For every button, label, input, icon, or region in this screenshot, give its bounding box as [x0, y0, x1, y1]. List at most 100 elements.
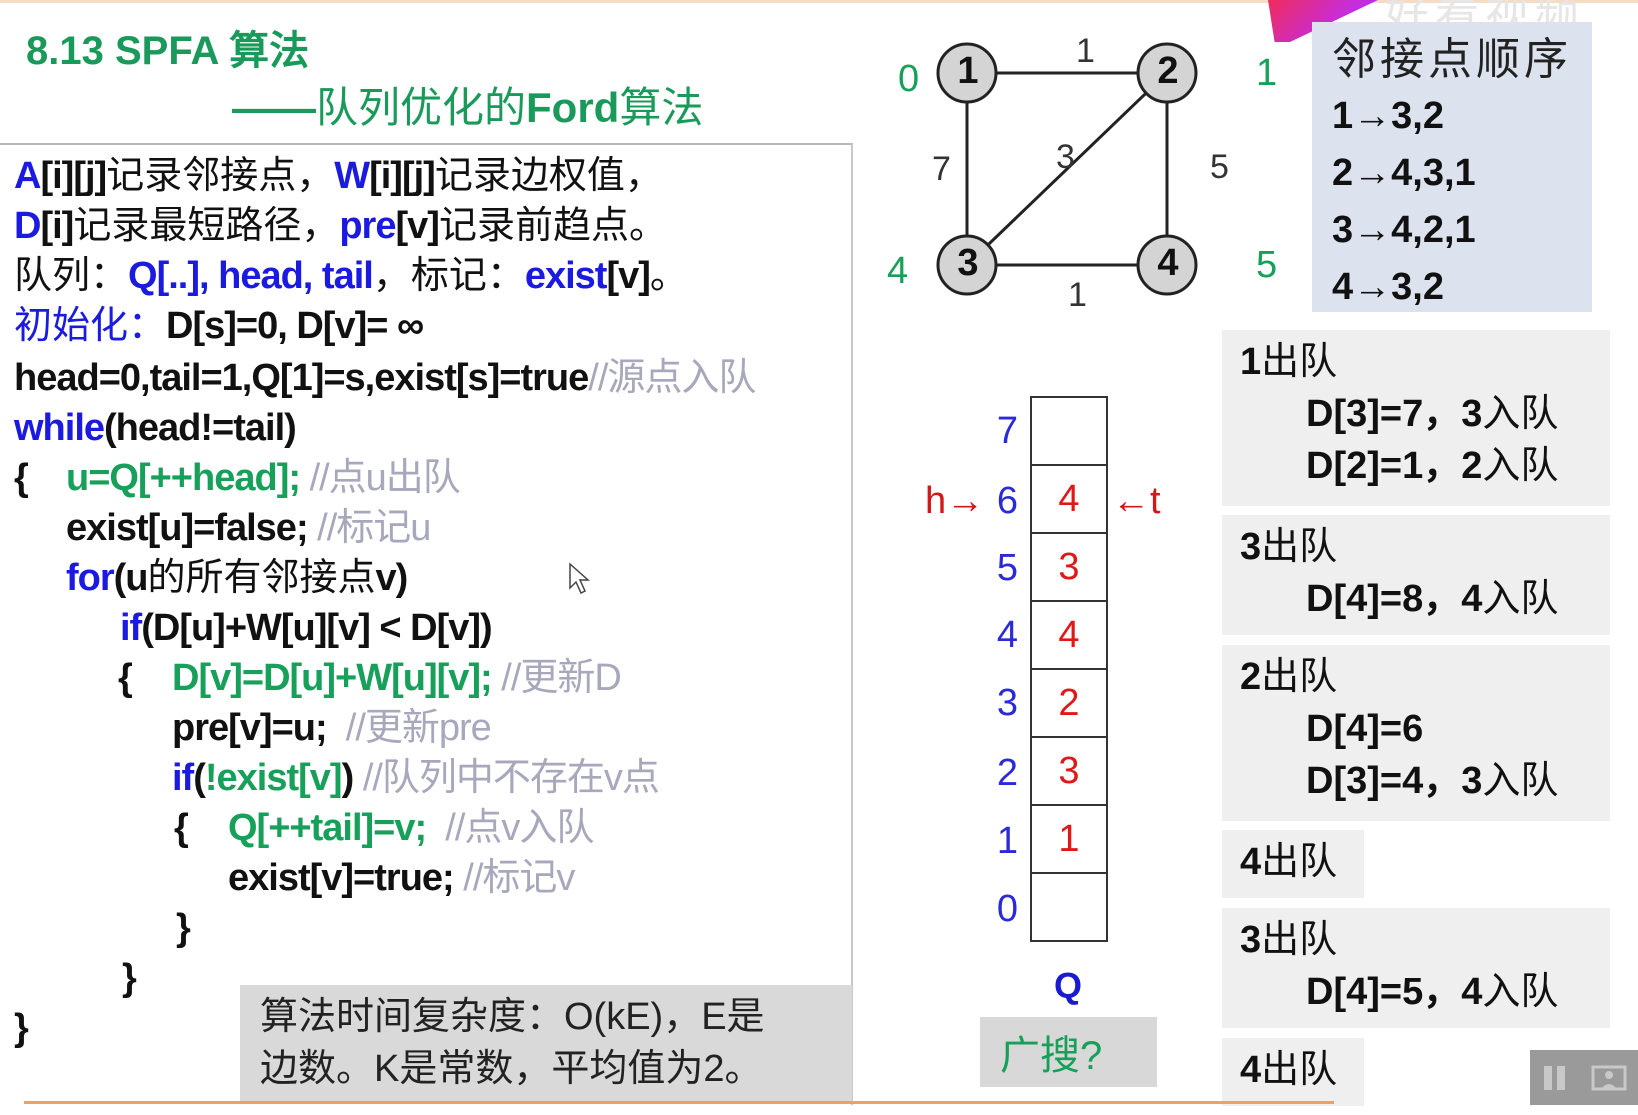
slide-title: 8.13 SPFA 算法 [26, 29, 310, 73]
queue-index-3: 3 [996, 682, 1018, 724]
queue-array: 4 3 4 2 3 1 [1030, 396, 1108, 942]
code-dequeue-line: u=Q[++head]; //点u出队 [66, 454, 461, 502]
queue-index-2: 2 [996, 752, 1018, 794]
queue-index-1: 1 [996, 820, 1018, 862]
adjacency-title: 邻接点顺序 [1332, 35, 1572, 84]
queue-cell-2: 3 [1030, 738, 1108, 806]
for-desc: 的所有邻接点 [147, 557, 376, 599]
var-w-index: [i][j] [369, 155, 436, 197]
dequeue-code: u=Q[++head]; [66, 457, 301, 499]
var-d: D [14, 205, 41, 247]
var-a: A [14, 155, 41, 197]
update-comment: //更新D [501, 657, 622, 699]
code-brace-open: { [14, 457, 29, 499]
step-4: 4出队 [1222, 830, 1364, 898]
queue-cell-4: 4 [1030, 602, 1108, 670]
var-exist: exist [524, 255, 608, 297]
subtitle-en: Ford [526, 84, 620, 131]
adjacency-order-box: 邻接点顺序 1→3,2 2→4,3,1 3→4,2,1 4→3,2 [1312, 22, 1592, 312]
complexity-note: 算法时间复杂度：O(kE)，E是 边数。K是常数，平均值为2。 [240, 985, 852, 1103]
video-player-controls [1530, 1050, 1638, 1105]
var-d-index: [i] [40, 205, 74, 247]
node-label-2: 2 [1157, 50, 1179, 92]
var-pre-desc: 记录前趋点。 [438, 205, 667, 247]
var-w-desc: 记录边权值， [434, 155, 663, 197]
queue-index-0: 0 [996, 888, 1018, 930]
init2-comment: //源点入队 [588, 357, 756, 399]
init2-code: head=0,tail=1,Q[1]=s,exist[s]=true [14, 357, 589, 399]
top-border [0, 0, 1638, 3]
node-2 [1136, 42, 1198, 104]
code-init2-line: head=0,tail=1,Q[1]=s,exist[s]=true//源点入队 [14, 354, 756, 402]
picture-in-picture-icon[interactable] [1591, 1064, 1627, 1092]
slide-subtitle: ——队列优化的Ford算法 [232, 74, 703, 135]
node-label-4: 4 [1157, 242, 1179, 284]
code-panel [0, 143, 853, 1105]
mark-v-code: exist[v]=true; [228, 857, 455, 899]
code-update-line: D[v]=D[u]+W[u][v]; //更新D [172, 654, 622, 702]
var-pre-index: [v] [395, 205, 439, 247]
code-desc-line-1: A[i][j]记录邻接点，W[i][j]记录边权值， [14, 152, 663, 200]
head-pointer: h→ [925, 480, 985, 522]
mark-u-comment: //标记u [317, 507, 431, 549]
queue-index-4: 4 [996, 614, 1018, 656]
node-1-dist: 0 [898, 58, 920, 100]
if2-comment: //队列中不存在v点 [362, 757, 660, 799]
queue-vars: Q[..], head, tail [128, 255, 374, 297]
var-exist-index: [v] [606, 255, 650, 297]
adjacency-row: 1→3,2 [1332, 95, 1444, 137]
pause-icon[interactable] [1542, 1064, 1568, 1092]
queue-cell-7 [1030, 396, 1108, 466]
enqueue-comment: //点v入队 [445, 807, 594, 849]
var-d-desc: 记录最短路径， [73, 205, 340, 247]
dequeue-comment: //点u出队 [309, 457, 461, 499]
bottom-border [24, 1101, 1334, 1104]
step-5: 3出队 D[4]=5，4入队 [1222, 908, 1610, 1028]
code-while-line: while(head!=tail) [14, 404, 297, 452]
queue-index-5: 5 [996, 547, 1018, 589]
queue-label-cn: 队列： [14, 255, 129, 297]
graph-diagram [936, 42, 1198, 296]
bfs-note: 广搜? [980, 1017, 1157, 1087]
step-6: 4出队 [1222, 1038, 1364, 1106]
node-label-1: 1 [957, 50, 979, 92]
subtitle-cn1: 队列优化的 [316, 84, 527, 131]
code-pre-line: pre[v]=u; //更新pre [172, 704, 492, 752]
mark-label-cn: ，标记： [372, 255, 525, 297]
init-label: 初始化： [14, 305, 167, 347]
edge-2-3 [965, 71, 1169, 267]
for-paren: (u [113, 557, 149, 599]
pre-code: pre[v]=u; [172, 707, 328, 749]
var-a-desc: 记录邻接点， [106, 155, 335, 197]
step-1: 1出队 D[3]=7，3入队 D[2]=1，2入队 [1222, 330, 1610, 506]
adjacency-row: 2→4,3,1 [1332, 152, 1476, 194]
code-brace-close-1: } [14, 1007, 29, 1049]
subtitle-cn2: 算法 [619, 84, 704, 131]
node-label-3: 3 [957, 242, 979, 284]
edge-weight-1-2: 1 [1076, 32, 1095, 70]
for-keyword: for [66, 557, 115, 599]
update-code: D[v]=D[u]+W[u][v]; [172, 657, 493, 699]
code-desc-line-2: D[i]记录最短路径，pre[v]记录前趋点。 [14, 202, 667, 250]
if-condition: (D[u]+W[u][v] < D[v]) [141, 607, 492, 649]
queue-cell-0 [1030, 874, 1108, 942]
complexity-line-2: 边数。K是常数，平均值为2。 [260, 1048, 763, 1090]
code-mark-v-line: exist[v]=true; //标记v [228, 854, 575, 902]
node-1 [936, 42, 998, 104]
mark-u-code: exist[u]=false; [66, 507, 309, 549]
queue-index-7: 7 [996, 410, 1018, 452]
edge-weight-2-4: 5 [1210, 148, 1229, 186]
queue-cell-1: 1 [1030, 806, 1108, 874]
var-a-index: [i][j] [40, 155, 107, 197]
if2-condition: !exist[v] [204, 757, 343, 799]
step-3: 2出队 D[4]=6 D[3]=4，3入队 [1222, 645, 1610, 821]
var-pre: pre [339, 205, 396, 247]
edge-weight-3-4: 1 [1068, 276, 1087, 314]
code-for-line: for(u的所有邻接点v) [66, 554, 408, 602]
adjacency-row: 4→3,2 [1332, 266, 1444, 308]
adjacency-row: 3→4,2,1 [1332, 209, 1476, 251]
code-brace-open-3: { [174, 807, 189, 849]
complexity-line-1: 算法时间复杂度：O(kE)，E是 [260, 996, 765, 1038]
queue-index-6: 6 [996, 480, 1018, 522]
subtitle-dash: —— [232, 84, 316, 131]
